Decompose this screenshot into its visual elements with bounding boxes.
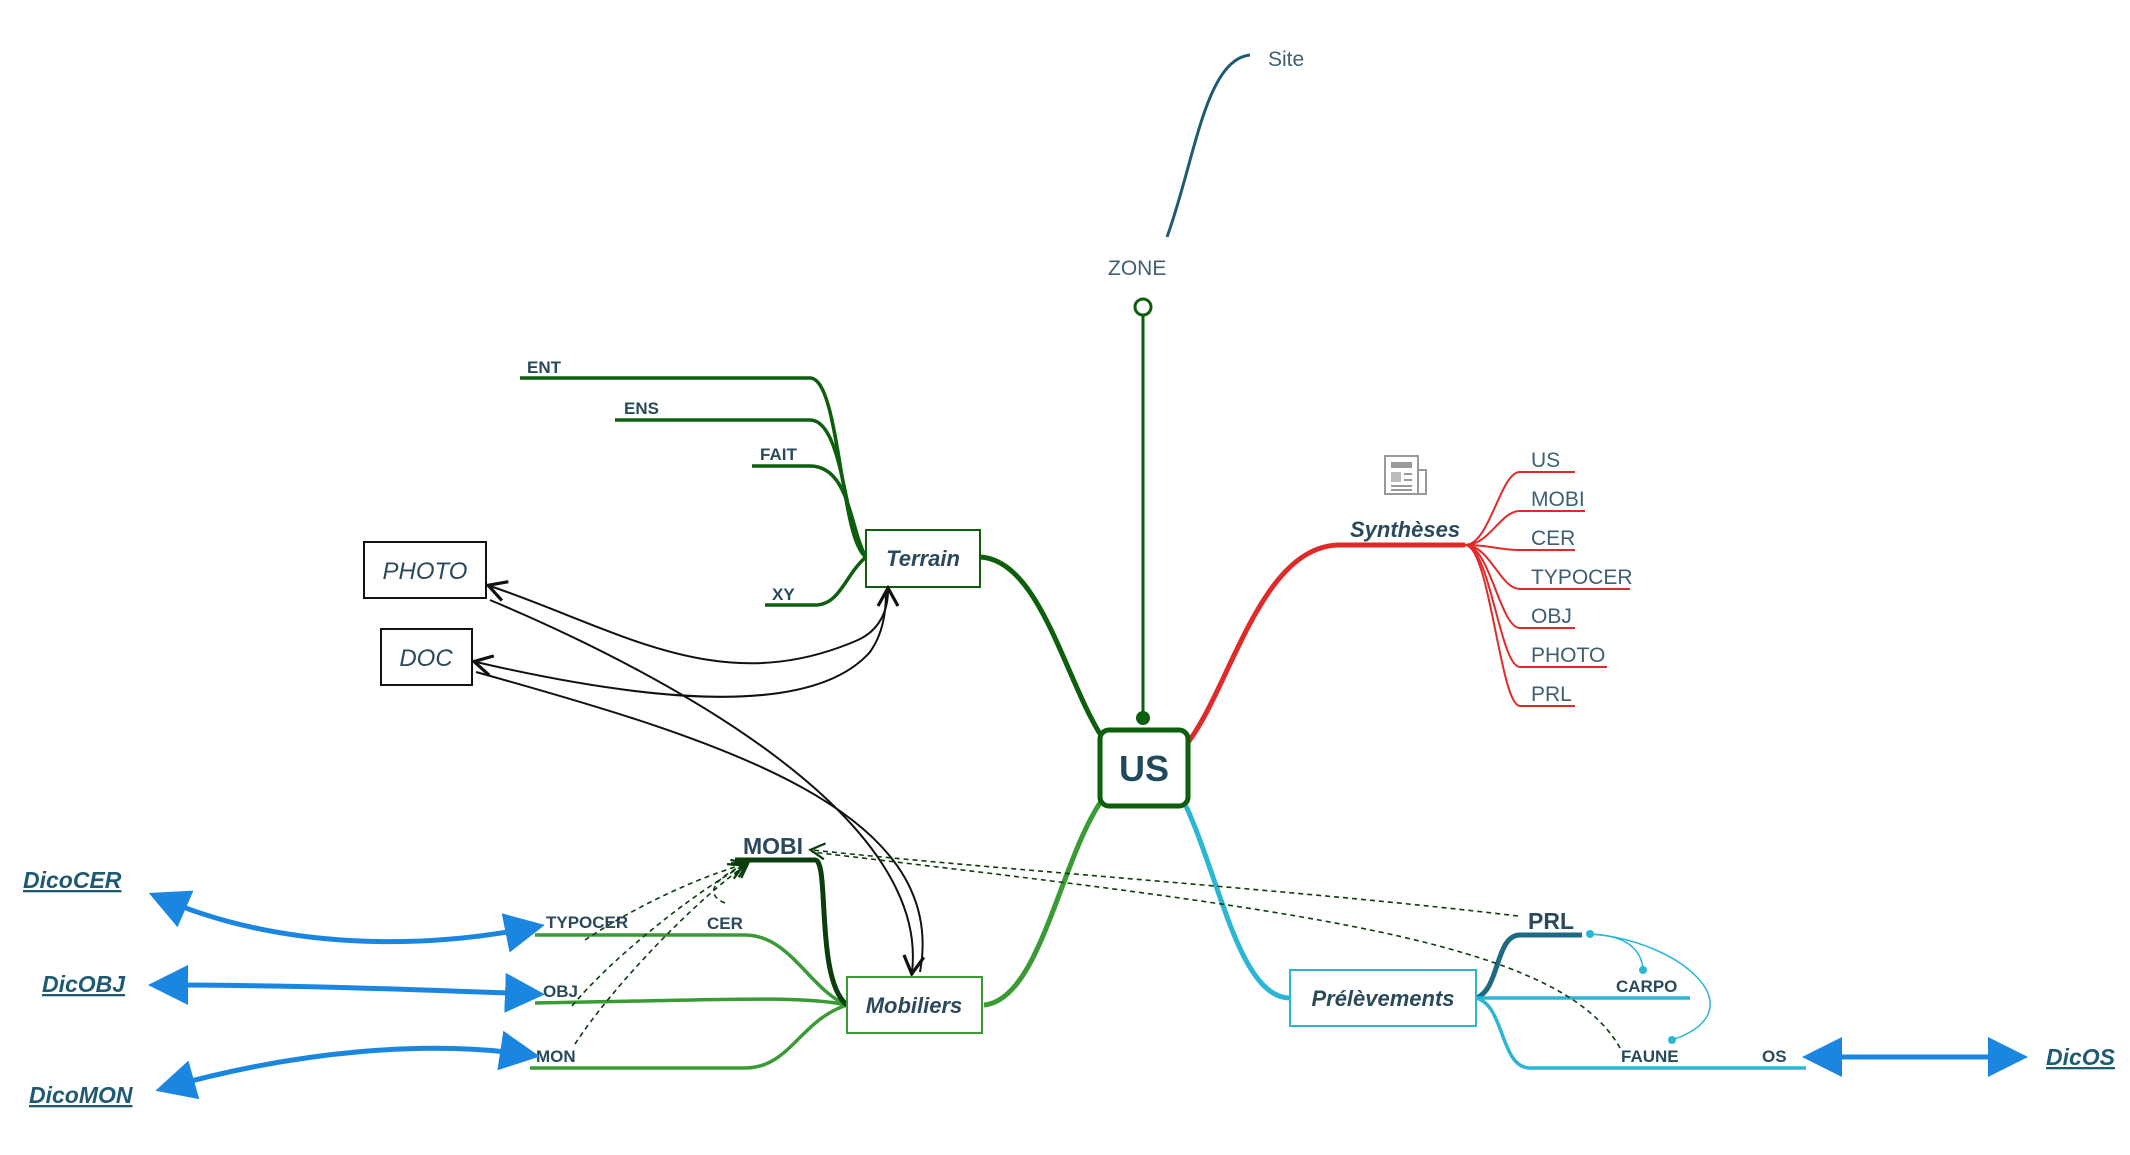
terrain-to-ens xyxy=(615,418,868,559)
dicocer-link xyxy=(148,890,545,953)
prelevements-label: Prélèvements xyxy=(1311,986,1454,1011)
syntheses-branch xyxy=(1184,542,1465,747)
doc-label: DOC xyxy=(399,645,453,672)
terrain-node[interactable] xyxy=(865,529,981,588)
prelevements-to-faune xyxy=(1475,996,1806,1070)
mobiliers-label: Mobiliers xyxy=(866,993,963,1018)
cer-label[interactable]: CER xyxy=(707,914,743,933)
prl-mobi-link xyxy=(808,842,1519,917)
mobiliers-child-obj[interactable]: OBJ xyxy=(543,982,578,1001)
prl-carpo-link xyxy=(1589,933,1644,969)
terrain-label: Terrain xyxy=(886,546,960,571)
mobiliers-to-mon xyxy=(530,1003,848,1070)
syntheses-item-photo[interactable]: PHOTO xyxy=(1531,644,1605,667)
zone-label[interactable]: ZONE xyxy=(1108,257,1166,280)
dicocer-link-label[interactable]: DicoCER xyxy=(23,867,122,893)
syntheses-item-obj[interactable]: OBJ xyxy=(1531,605,1572,628)
prelevements-branch xyxy=(1183,804,1291,1001)
terrain-child-ent[interactable]: ENT xyxy=(527,358,562,377)
photo-label: PHOTO xyxy=(383,558,468,585)
mobiliers-child-typocer[interactable]: TYPOCER xyxy=(546,913,628,932)
prl-label[interactable]: PRL xyxy=(1528,908,1574,934)
doc-terrain-link xyxy=(470,591,887,698)
terrain-child-fait[interactable]: FAIT xyxy=(760,445,797,464)
doc-node[interactable] xyxy=(380,628,473,686)
obj-mobi-link xyxy=(571,862,750,1007)
site-label[interactable]: Site xyxy=(1268,48,1304,71)
terrain-to-fait xyxy=(752,464,868,558)
mobiliers-to-obj xyxy=(534,997,848,1007)
mobiliers-node[interactable] xyxy=(846,976,983,1034)
terrain-child-xy[interactable]: XY xyxy=(772,585,795,604)
mobiliers-to-typocer xyxy=(535,933,848,1007)
photo-node[interactable] xyxy=(363,541,487,599)
newspaper-icon xyxy=(1384,455,1427,495)
site-connector xyxy=(1165,53,1251,238)
syntheses-items-connectors xyxy=(1464,471,1630,707)
photo-mobiliers-link xyxy=(489,599,926,978)
zone-connector-end xyxy=(1133,297,1153,317)
dicomon-link-label[interactable]: DicoMON xyxy=(29,1082,133,1108)
zone-connector-dot xyxy=(1136,711,1150,725)
syntheses-item-cer[interactable]: CER xyxy=(1531,527,1575,550)
mon-mobi-link xyxy=(574,861,751,1045)
typocer-mobi-link xyxy=(584,858,749,941)
prl-faune-link xyxy=(1589,933,1711,1041)
prelevements-child-carpo[interactable]: CARPO xyxy=(1616,977,1677,996)
faune-mobi-link xyxy=(811,851,1621,1049)
syntheses-label[interactable]: Synthèses xyxy=(1350,517,1460,542)
prelevements-child-os[interactable]: OS xyxy=(1762,1047,1787,1066)
prelevements-to-prl xyxy=(1474,932,1582,1001)
syntheses-item-typocer[interactable]: TYPOCER xyxy=(1531,566,1633,589)
dicobj-link xyxy=(148,965,545,1013)
prelevements-node[interactable] xyxy=(1289,969,1477,1027)
photo-terrain-link xyxy=(484,580,900,665)
syntheses-item-mobi[interactable]: MOBI xyxy=(1531,488,1585,511)
mobiliers-child-mon[interactable]: MON xyxy=(536,1047,576,1066)
mobi-label[interactable]: MOBI xyxy=(743,833,803,859)
prelevements-child-faune[interactable]: FAUNE xyxy=(1621,1047,1679,1066)
terrain-branch xyxy=(979,554,1105,739)
faune-link-dot xyxy=(1668,1036,1676,1044)
mobiliers-to-mobi xyxy=(735,857,849,1007)
central-label: US xyxy=(1119,748,1169,789)
doc-mobiliers-link xyxy=(475,671,924,973)
syntheses-item-prl[interactable]: PRL xyxy=(1531,683,1572,706)
terrain-child-ens[interactable]: ENS xyxy=(624,399,659,418)
carpo-link-dot xyxy=(1639,966,1647,974)
mobiliers-branch xyxy=(983,798,1105,1008)
dicos-link-label[interactable]: DicOS xyxy=(2046,1044,2116,1070)
dicomon-link xyxy=(155,1030,540,1100)
central-node[interactable] xyxy=(1097,727,1191,809)
dicobj-link-label[interactable]: DicOBJ xyxy=(42,971,126,997)
syntheses-item-us[interactable]: US xyxy=(1531,449,1560,472)
